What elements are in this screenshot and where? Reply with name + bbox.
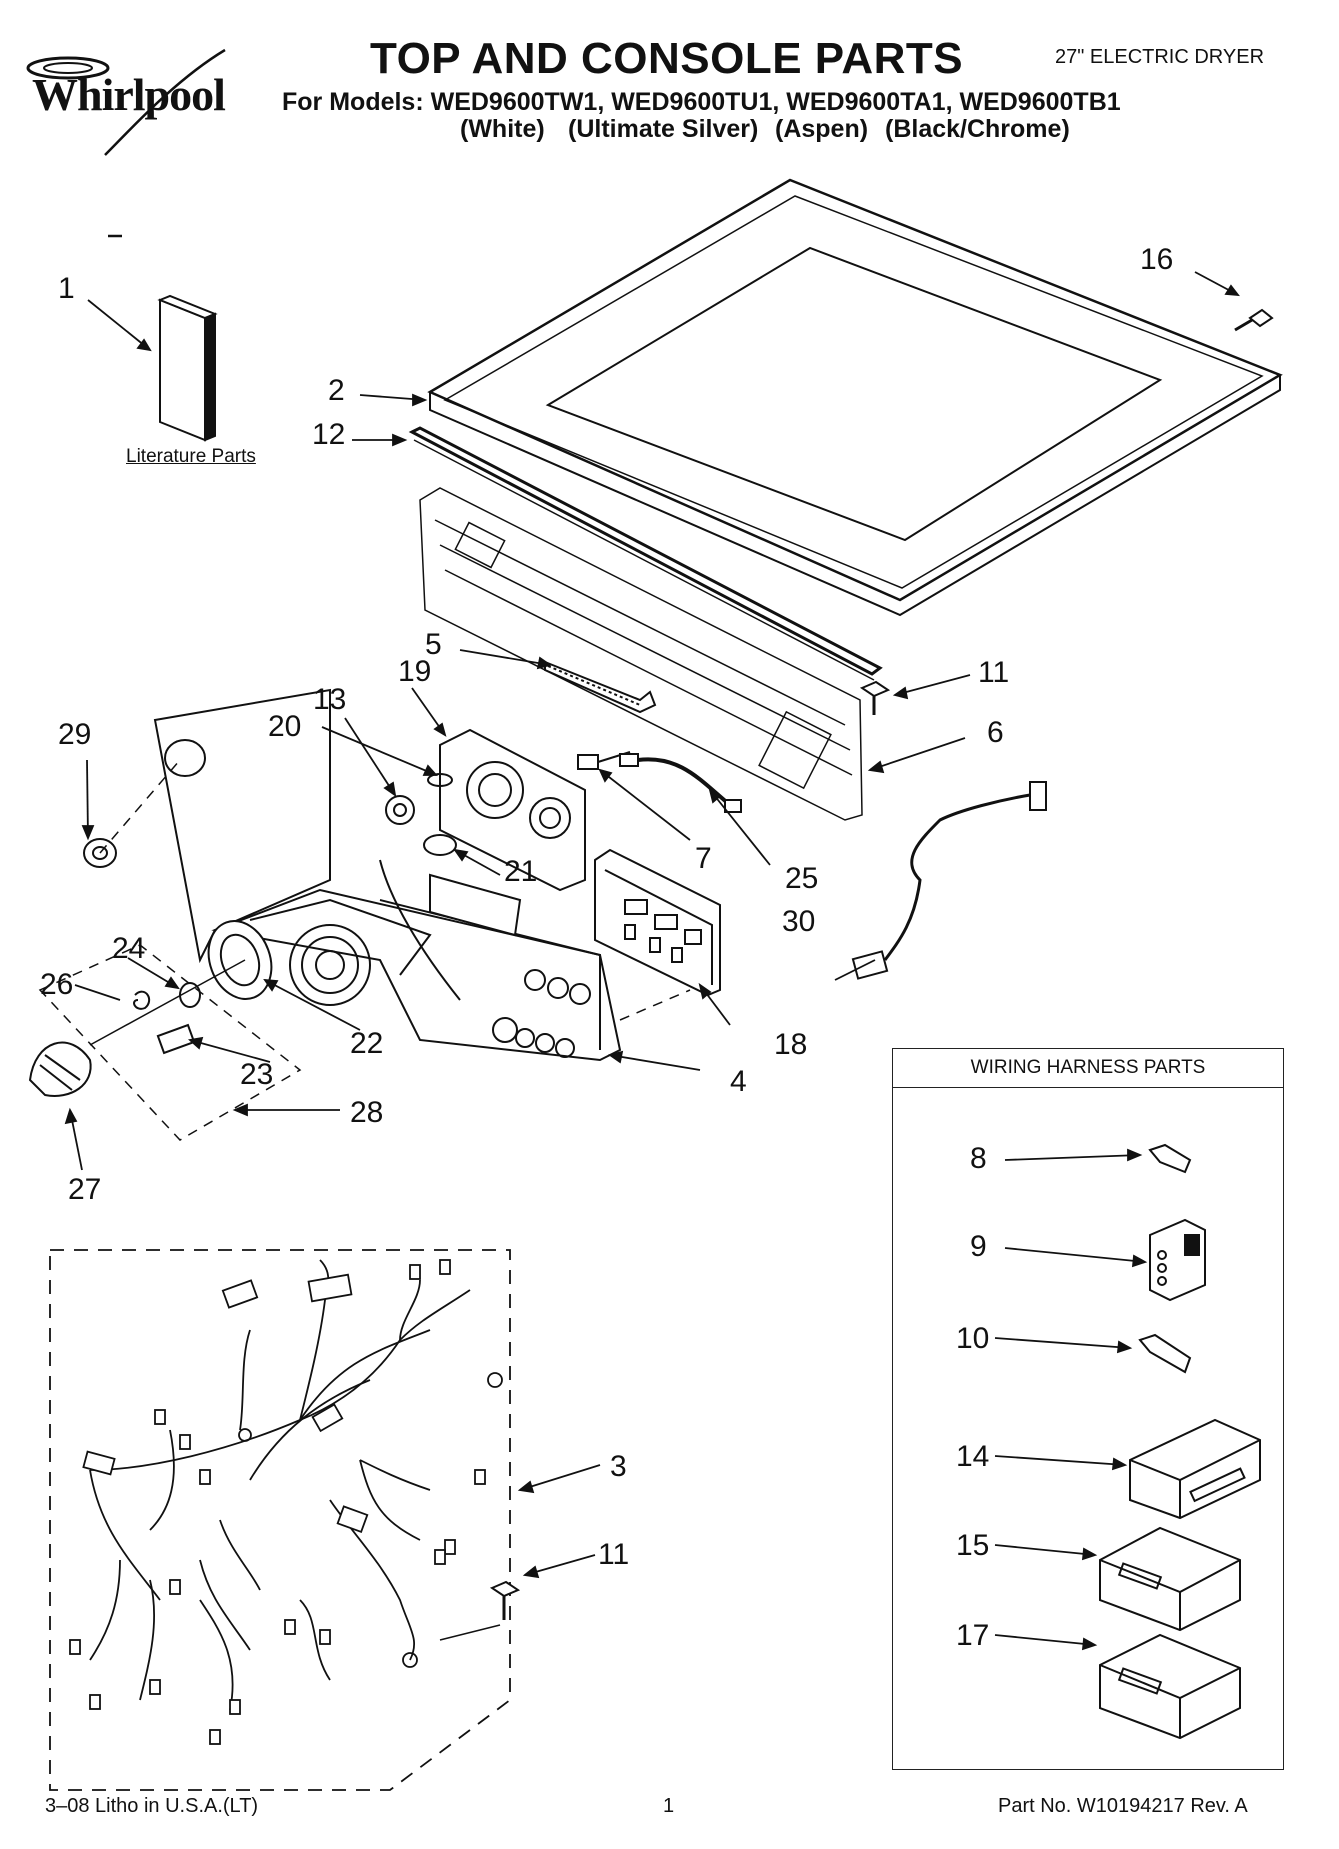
console-bracket-part: [419, 487, 863, 821]
callout-2: 2: [328, 374, 345, 407]
callout-7: 7: [695, 842, 712, 875]
button-21-icon: [423, 834, 457, 856]
color-aspen: (Aspen): [775, 115, 869, 143]
logo-swoosh-icon: [26, 48, 226, 156]
bezel-22-part: [207, 920, 273, 1000]
callout-1: 1: [58, 272, 75, 305]
color-black-chrome: (Black/Chrome): [885, 115, 1070, 143]
footer-litho: 3–08 Litho in U.S.A.(LT): [45, 1795, 259, 1817]
callout-28: 28: [350, 1096, 384, 1129]
connector-15-icon: [1099, 1526, 1241, 1632]
leader-arrows: [64, 271, 1240, 1651]
color-white: (White): [460, 115, 545, 143]
switch-23-icon: [156, 1023, 196, 1055]
clip-26-icon: [133, 990, 151, 1010]
callout-9: 9: [970, 1230, 987, 1263]
top-panel-part: [427, 178, 1283, 617]
callout-12: 12: [312, 418, 346, 451]
callout-10: 10: [956, 1322, 990, 1355]
footer-part-number: Part No. W10194217 Rev. A: [998, 1795, 1248, 1817]
button-20-icon: [385, 795, 415, 825]
wire-harness-25-part: [619, 753, 742, 813]
callout-6: 6: [987, 716, 1004, 749]
control-housing-part: [439, 728, 586, 892]
literature-book-icon: [157, 294, 218, 442]
model-list: For Models: WED9600TW1, WED9600TU1, WED9…: [282, 88, 1121, 116]
main-wiring-harness-3-part: [69, 1259, 503, 1745]
callout-22: 22: [350, 1027, 384, 1060]
callout-25: 25: [785, 862, 819, 895]
button-13-icon: [427, 773, 453, 787]
callout-8: 8: [970, 1142, 987, 1175]
callout-11-bottom: 11: [598, 1538, 630, 1571]
callout-23: 23: [240, 1058, 274, 1091]
console-panel-part: [153, 688, 622, 1062]
screw-11-icon: [859, 680, 891, 715]
callout-11-top: 11: [978, 656, 1010, 689]
callout-4: 4: [730, 1065, 747, 1098]
callout-18: 18: [774, 1028, 808, 1061]
callout-29: 29: [58, 718, 92, 751]
callout-16: 16: [1140, 243, 1174, 276]
callout-30: 30: [782, 905, 816, 938]
brand-logo: Whirlpool: [10, 40, 260, 160]
footer-page-number: 1: [663, 1795, 675, 1817]
callout-3: 3: [610, 1450, 627, 1483]
page-title: TOP AND CONSOLE PARTS: [370, 34, 964, 83]
wiring-harness-title: WIRING HARNESS PARTS: [893, 1049, 1283, 1088]
callout-27: 27: [68, 1173, 102, 1206]
connector-14-icon: [1129, 1418, 1261, 1520]
connector-17-icon: [1099, 1633, 1241, 1740]
screw-16-icon: [1234, 308, 1274, 332]
screw-11-bottom-icon: [489, 1580, 521, 1620]
literature-parts-label: Literature Parts: [126, 446, 256, 467]
product-type: 27" ELECTRIC DRYER: [1055, 46, 1265, 68]
connector-9-icon: [1149, 1218, 1206, 1302]
color-ultimate-silver: (Ultimate Silver): [568, 115, 759, 143]
terminal-8-icon: [1148, 1143, 1192, 1174]
callout-19: 19: [398, 655, 432, 688]
terminal-10-icon: [1138, 1333, 1192, 1374]
callout-15: 15: [956, 1529, 990, 1562]
wire-harness-30-part: [851, 781, 1047, 980]
wiring-harness-parts-box: WIRING HARNESS PARTS: [892, 1048, 1284, 1770]
callout-21: 21: [504, 855, 538, 888]
callout-14: 14: [956, 1440, 990, 1473]
callout-5: 5: [425, 628, 442, 661]
callout-26: 26: [40, 968, 74, 1001]
callout-20: 20: [268, 710, 302, 743]
callout-17: 17: [956, 1619, 990, 1652]
brand-wordmark: Whirlpool: [32, 69, 226, 120]
callout-13: 13: [313, 683, 347, 716]
callout-24: 24: [112, 932, 146, 965]
knob-27-icon: [28, 1041, 92, 1097]
control-board-18-part: [594, 848, 721, 997]
